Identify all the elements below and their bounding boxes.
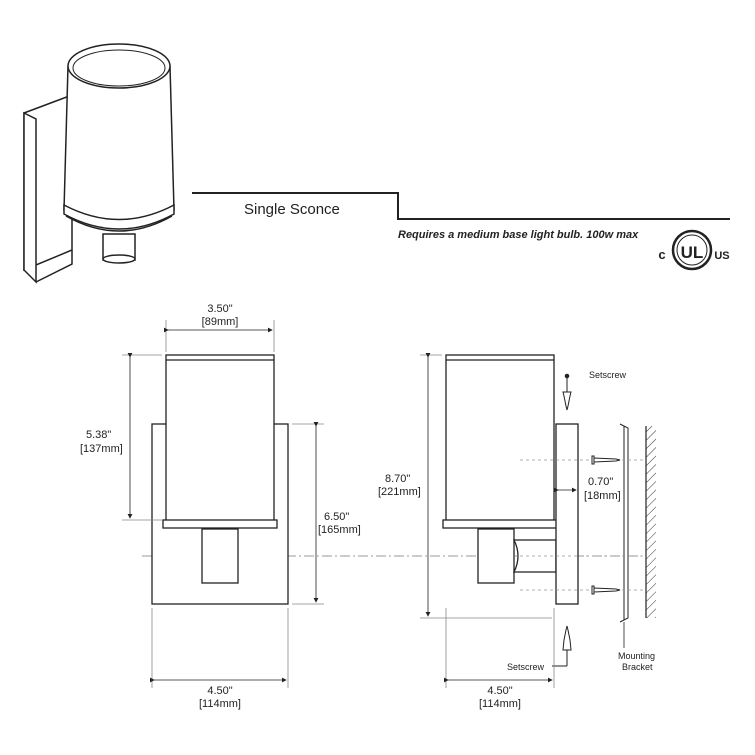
side-dim-bottom-width (444, 608, 555, 688)
front-shade-height-mm-label: [137mm] (80, 443, 123, 455)
side-total-height-label: 8.70" (385, 473, 410, 485)
wall-screw-icon (591, 455, 621, 595)
side-total-height-mm-label: [221mm] (378, 486, 421, 498)
setscrew-top-icon (562, 373, 572, 411)
side-plate-depth-mm-label: [18mm] (584, 490, 621, 502)
wall-hatch (646, 426, 656, 618)
side-view (442, 354, 579, 605)
side-bottom-width-mm-label: [114mm] (479, 698, 521, 710)
front-plate-height-mm-label: [165mm] (318, 524, 361, 536)
screw-guide-lines (520, 459, 646, 591)
front-bottom-width-mm-label: [114mm] (199, 698, 241, 710)
ul-mark-text: UL (681, 243, 704, 262)
ul-us-text: US (714, 250, 729, 262)
front-dim-bottom-width (150, 608, 289, 688)
mounting-bracket (619, 423, 629, 623)
product-title: Single Sconce (244, 201, 340, 218)
front-dim-shade-height (122, 353, 162, 521)
front-dim-plate-height (292, 422, 324, 605)
isometric-sconce-illustration (23, 43, 175, 284)
front-dim-top-width (164, 320, 275, 352)
mounting-bracket-label-line1: Mounting (618, 651, 655, 661)
front-bottom-width-label: 4.50" (207, 685, 232, 697)
title-leader-line (192, 192, 730, 220)
front-top-width-label: 3.50" (207, 303, 232, 315)
side-plate-depth-label: 0.70" (588, 476, 613, 488)
bulb-requirement-note: Requires a medium base light bulb. 100w … (398, 229, 639, 241)
ul-c-text: c (658, 247, 665, 262)
side-dim-total-height (420, 353, 552, 619)
front-view (151, 354, 289, 605)
front-top-width-mm-label: [89mm] (202, 316, 239, 328)
setscrew-bottom-icon (552, 625, 572, 667)
ul-certification-logo: UL c US (658, 229, 730, 271)
front-shade-height-label: 5.38" (86, 429, 111, 441)
setscrew-top-label: Setscrew (589, 370, 627, 380)
side-bottom-width-label: 4.50" (487, 685, 512, 697)
front-plate-height-label: 6.50" (324, 511, 349, 523)
mounting-bracket-label-line2: Bracket (622, 662, 653, 672)
setscrew-bottom-label: Setscrew (507, 662, 545, 672)
